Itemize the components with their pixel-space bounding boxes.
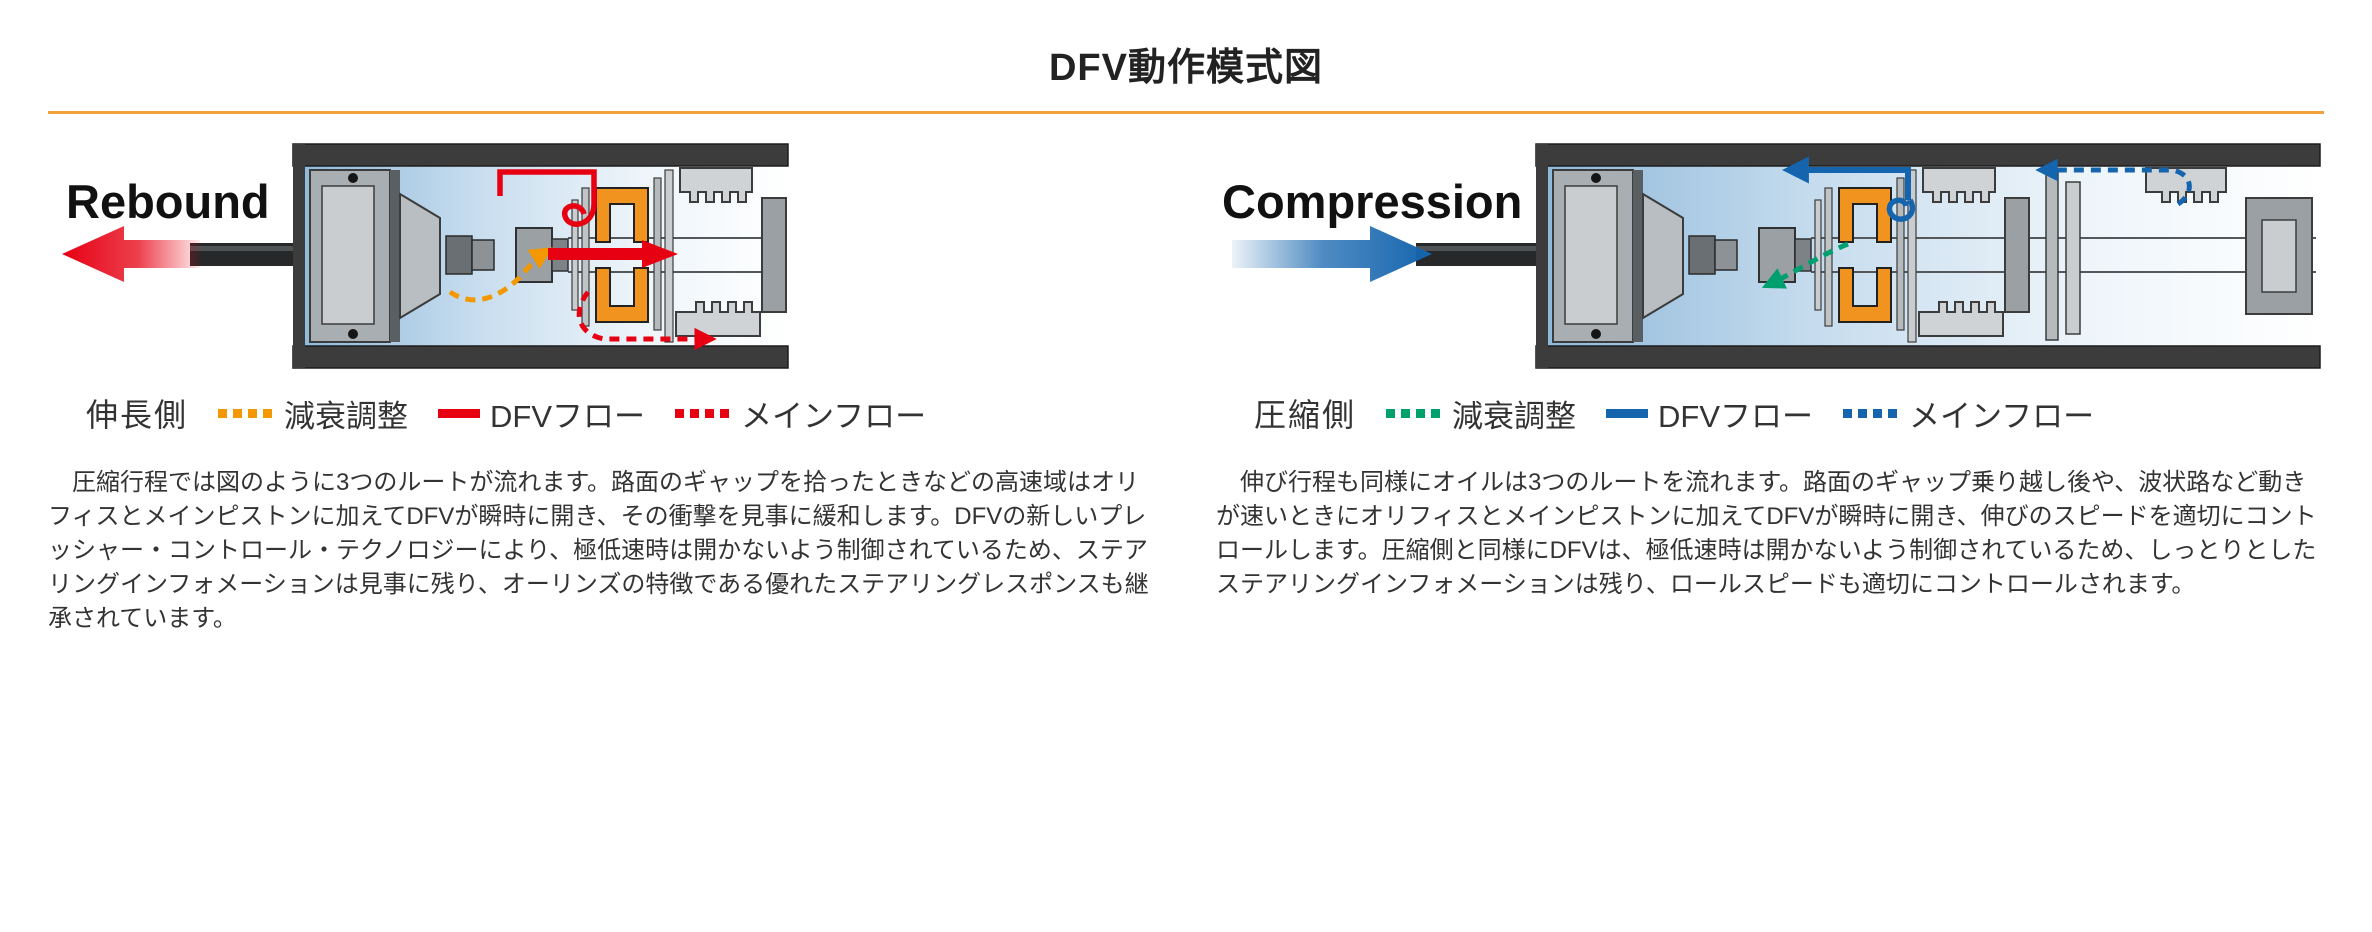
rebound-panel: Rebound <box>48 142 1156 636</box>
side-label: 伸長側 <box>86 397 189 433</box>
rebound-dfv-flow-path <box>497 169 597 227</box>
legend-label: メインフロー <box>741 398 927 434</box>
legend-item-dfv-flow: DFVフロー <box>1606 391 1813 436</box>
reservoir-plates <box>1896 169 1917 343</box>
compression-legend: 圧縮側 減衰調整 DFVフロー メインフロー <box>1254 390 2324 436</box>
dfv-valve-blocks <box>595 187 649 323</box>
o-ring <box>1591 173 1601 183</box>
legend-label: 減衰調整 <box>1452 398 1577 434</box>
panels: Rebound <box>48 142 2324 636</box>
comb-elements <box>1918 167 2227 337</box>
end-assembly <box>761 197 787 313</box>
rebound-description: 圧縮行程では図のように3つのルートが流れます。路面のギャップを拾ったときなどの高… <box>48 469 1149 632</box>
compression-label: Compression <box>1222 175 1522 228</box>
title-rule <box>48 111 2324 114</box>
page-title: DFV動作模式図 <box>1048 47 1323 89</box>
o-ring <box>348 173 358 183</box>
dfv-flow-line-swatch <box>438 408 481 418</box>
rod-seal-pack <box>1552 169 1684 343</box>
main-flow-line-swatch <box>1843 408 1900 418</box>
compression-main-flow <box>2035 158 2192 207</box>
end-assembly <box>2004 171 2313 341</box>
legend-item-damping: 減衰調整 <box>1386 391 1576 436</box>
compression-panel: Compression <box>1216 142 2324 636</box>
rebound-legend: 伸長側 減衰調整 DFVフロー メインフロー <box>86 390 1156 436</box>
legend-item-damping: 減衰調整 <box>218 391 408 436</box>
o-ring <box>1591 329 1601 339</box>
comb-elements <box>675 167 761 337</box>
legend-label: 減衰調整 <box>284 398 409 434</box>
rod-seal-pack <box>309 169 441 343</box>
dfv-flow-line-swatch <box>1606 408 1649 418</box>
compression-dfv-flow-loop <box>1886 197 1916 222</box>
rebound-direction-arrow <box>62 226 200 282</box>
rod-collar <box>445 235 495 275</box>
compression-direction-arrow <box>1232 226 1432 282</box>
compression-description: 伸び行程も同様にオイルは3つのルートを流れます。路面のギャップ乗り越し後や、波状… <box>1216 469 2317 598</box>
main-flow-line-swatch <box>675 408 732 418</box>
rebound-dfv-main-arrow <box>548 240 678 268</box>
legend-label: DFVフロー <box>490 398 646 434</box>
o-ring <box>348 329 358 339</box>
damping-line-swatch <box>1386 408 1443 418</box>
compression-diagram: Compression <box>1222 143 2321 369</box>
rebound-diagram: Rebound <box>62 143 789 369</box>
legend-label: DFVフロー <box>1658 398 1814 434</box>
page: DFV動作模式図 <box>0 36 2372 636</box>
rebound-main-flow <box>576 290 717 351</box>
compression-dfv-flow-arrow <box>1781 156 1911 200</box>
legend-item-dfv-flow: DFVフロー <box>438 391 645 436</box>
legend-label: メインフロー <box>1909 398 2095 434</box>
compression-damping-flow <box>1761 241 1849 289</box>
rebound-damping-flow <box>448 247 553 303</box>
rod-collar <box>1688 235 1738 275</box>
rebound-label: Rebound <box>66 175 270 228</box>
legend-item-main-flow: メインフロー <box>1843 391 2094 436</box>
side-label: 圧縮側 <box>1254 397 1357 433</box>
damping-line-swatch <box>218 408 275 418</box>
legend-item-main-flow: メインフロー <box>675 391 926 436</box>
